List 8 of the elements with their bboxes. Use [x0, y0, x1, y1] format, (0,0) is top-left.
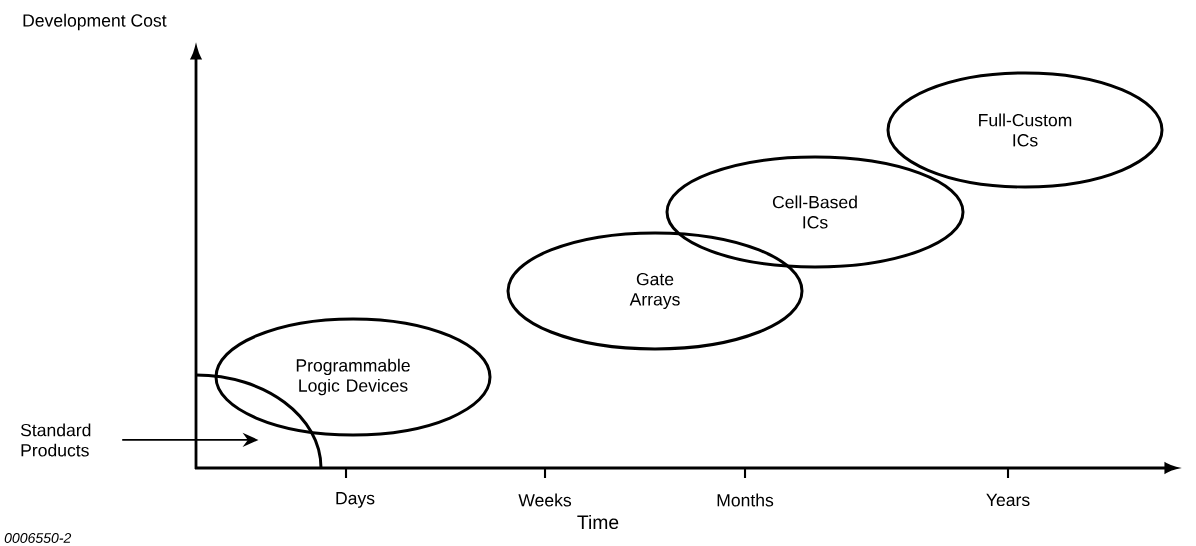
axis-title: Development Cost — [23, 13, 167, 31]
tick-label: Months — [717, 493, 774, 507]
tick-label: Weeks — [518, 493, 572, 507]
tick-label: Years — [986, 493, 1030, 507]
axis-title: Time — [577, 514, 619, 530]
figure-number: 0006550-2 — [4, 533, 72, 543]
tick-label: Days — [336, 492, 375, 508]
text-label: Standard Products — [20, 423, 91, 457]
